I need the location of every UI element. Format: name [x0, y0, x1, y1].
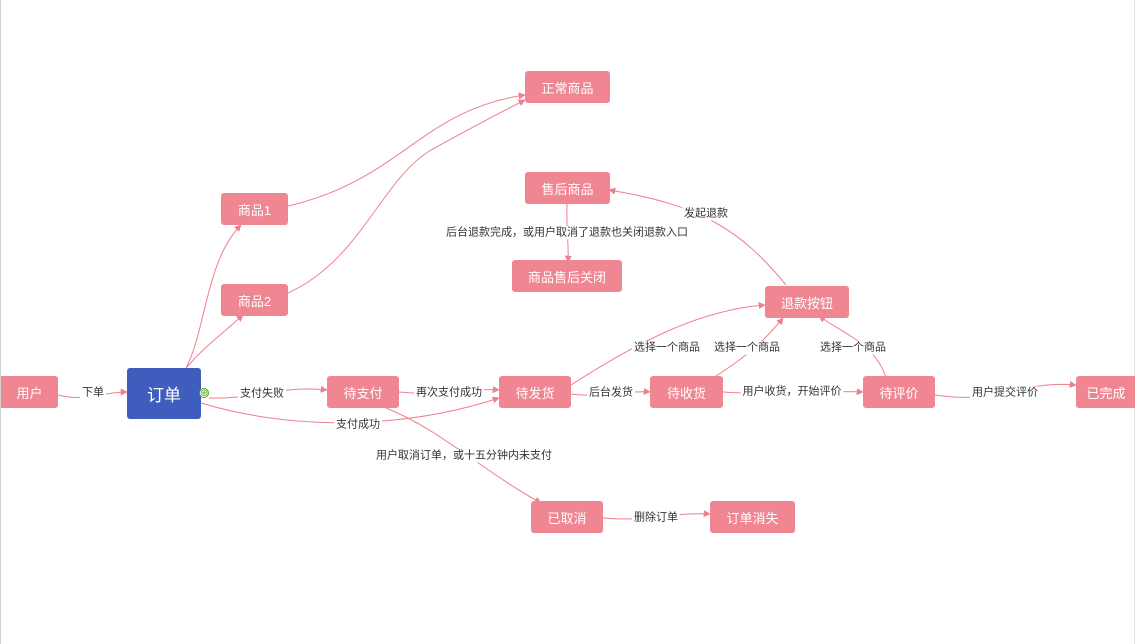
- node-order[interactable]: 订单: [127, 368, 201, 419]
- node-order-gone[interactable]: 订单消失: [710, 501, 795, 533]
- label-submit-review: 用户提交评价: [970, 386, 1040, 400]
- node-pending-receipt[interactable]: 待收货: [650, 376, 723, 408]
- node-user[interactable]: 用户: [1, 376, 58, 408]
- label-pay-success: 支付成功: [334, 418, 382, 432]
- label-delete-order: 删除订单: [632, 511, 680, 525]
- edge-product2-normal: [287, 99, 526, 294]
- label-backend-ship: 后台发货: [587, 386, 635, 400]
- label-repay-success: 再次支付成功: [414, 386, 484, 400]
- node-completed[interactable]: 已完成: [1076, 376, 1135, 408]
- node-pending-review[interactable]: 待评价: [863, 376, 935, 408]
- label-place-order: 下单: [80, 386, 106, 400]
- node-product1[interactable]: 商品1: [221, 193, 288, 225]
- node-normal-product[interactable]: 正常商品: [525, 71, 610, 103]
- node-aftersale-product[interactable]: 售后商品: [525, 172, 610, 204]
- node-cancelled[interactable]: 已取消: [531, 501, 603, 533]
- label-receive-start-review: 用户收货，开始评价: [740, 385, 844, 399]
- label-select-product-1: 选择一个商品: [632, 341, 702, 355]
- node-refund-button[interactable]: 退款按钮: [765, 286, 849, 318]
- label-select-product-2: 选择一个商品: [712, 341, 782, 355]
- node-product2[interactable]: 商品2: [221, 284, 288, 316]
- edge-order-product2: [185, 314, 244, 369]
- expand-toggle-icon[interactable]: ⊕: [199, 388, 209, 399]
- label-start-refund: 发起退款: [682, 207, 730, 221]
- node-pending-shipment[interactable]: 待发货: [499, 376, 571, 408]
- label-select-product-3: 选择一个商品: [818, 341, 888, 355]
- label-cancel-or-timeout: 用户取消订单，或十五分钟内未支付: [374, 449, 554, 463]
- label-pay-failed: 支付失败: [238, 387, 286, 401]
- node-pending-payment[interactable]: 待支付: [327, 376, 399, 408]
- label-refund-done: 后台退款完成，或用户取消了退款也关闭退款入口: [444, 226, 690, 240]
- node-aftersale-closed[interactable]: 商品售后关闭: [512, 260, 622, 292]
- edge-product1-normal: [287, 92, 526, 207]
